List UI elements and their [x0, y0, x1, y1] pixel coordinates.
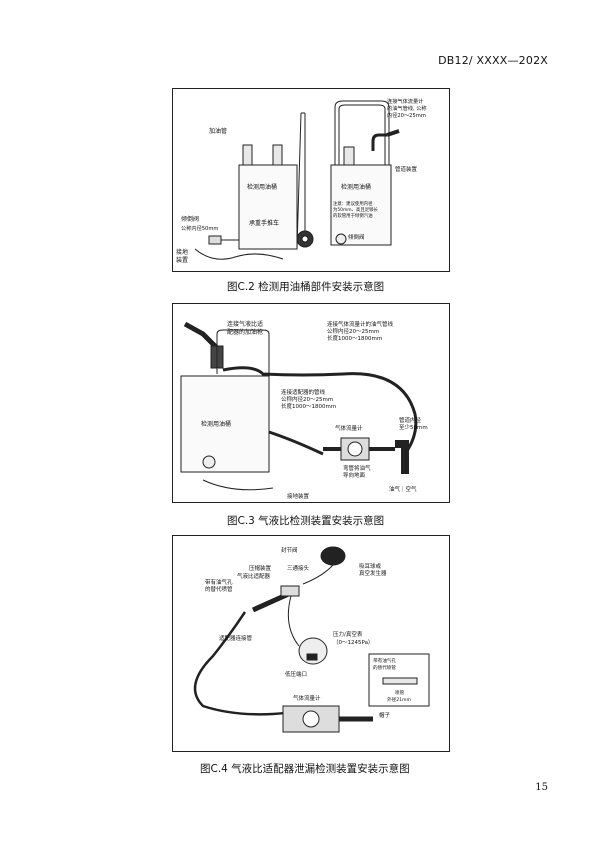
label-elbow-1: 弯管将油气 [343, 464, 371, 472]
label-nozzle-2: 配器的加油枪 [227, 328, 263, 336]
document-code: DB12/ XXXX—202X [438, 54, 548, 67]
label-tank: 检测用油桶 [201, 420, 231, 428]
caption-figure-c2: 图C.2 检测用油桶部件安装示意图 [227, 281, 385, 293]
label-meter-line-3: 长度1000～1800mm [327, 334, 382, 342]
label-note-1: 注意：建议使用内径 [333, 200, 373, 207]
left-tank-shape [238, 164, 298, 250]
label-note-3: 的软管用于倾倒汽油 [333, 212, 373, 219]
label-meter-line-2: 公称内径20～25mm [327, 327, 379, 335]
label-grounding: 接地装置 [287, 492, 310, 500]
label-gas-meter: 气体流量计 [335, 424, 363, 432]
label-low-port: 低压端口 [285, 670, 307, 678]
label-adapter: 气液比适配器 [237, 572, 271, 580]
label-tank-right: 检测用油桶 [341, 183, 371, 191]
label-pipe-device: 管道装置 [395, 165, 418, 173]
label-inset-4: 外径21mm [387, 696, 412, 703]
label-inset-2: 的替代喷管 [373, 664, 396, 671]
label-vapor-air: 油气｜空气 [389, 485, 417, 493]
figure-c3-ratio-test-setup: 连接气液比适 配器的加油枪 连接气体流量计的油气管线 公称内径20～25mm 长… [172, 303, 450, 503]
squeeze-bulb-shape [320, 546, 346, 566]
gauge-shape [298, 637, 328, 665]
label-adapter-line-2: 公称内径20～25mm [281, 395, 333, 403]
label-adapter-line-3: 长度1000～1800mm [281, 402, 336, 410]
caption-figure-c3: 图C.3 气液比检测装置安装示意图 [227, 515, 385, 527]
label-bulb-2: 真空发生器 [359, 569, 387, 577]
label-inset-3: 喷管 [395, 689, 405, 696]
label-gas-meter: 气体流量计 [293, 694, 321, 702]
label-bulb-1: 吸耳球或 [359, 562, 382, 570]
label-gas-meter-line-3: 内径20～25mm [387, 111, 426, 119]
label-pipe-dn-2: 至少50mm [399, 424, 428, 431]
label-tip-valve: 倾倒阀 [181, 215, 199, 223]
label-three-way: 三通接头 [287, 564, 310, 572]
label-grounding-b: 装置 [176, 256, 188, 264]
label-gas-meter-line-2: 的油气管线, 公称 [387, 104, 427, 112]
label-pipe-dn-1: 管道内径 [399, 416, 422, 424]
label-nozzle-1: 连接气液比适 [227, 320, 263, 328]
label-cart: 承重手推车 [249, 219, 279, 227]
figure-c3-drawing: 连接气液比适 配器的加油枪 连接气体流量计的油气管线 公称内径20～25mm 长… [180, 320, 428, 500]
right-tank-shape [330, 164, 392, 246]
label-pressure-device: 压帽装置 [249, 564, 272, 572]
label-shutoff-valve: 封节阀 [281, 546, 298, 554]
label-filler-pipe: 加油管 [209, 127, 227, 135]
label-note-2: 为50mm、高且足够长 [333, 206, 378, 213]
label-tank-left: 检测用油桶 [247, 183, 277, 191]
label-nozzle-2: 的替代喷管 [205, 585, 233, 593]
label-adapter-line-1: 连接适配器的管线 [281, 388, 326, 396]
label-cap: 帽子 [379, 711, 391, 719]
label-nozzle-1: 带有油气孔 [205, 578, 233, 586]
figure-c4-drawing: 封节阀 压帽装置 三通接头 气液比适配器 带有油气孔 的替代喷管 吸耳球或 真空… [193, 546, 430, 733]
figure-c4-leak-test-setup: 封节阀 压帽装置 三通接头 气液比适配器 带有油气孔 的替代喷管 吸耳球或 真空… [172, 535, 450, 752]
label-inset-1: 带有油气孔 [373, 657, 396, 664]
figure-c2-tank-assembly: 加油管 检测用油桶 承重手推车 倾倒阀 公称内径50mm 接地 装置 连接气体流… [172, 88, 450, 272]
label-grounding-a: 接地 [176, 248, 188, 256]
label-gauge-2: （0～1245Pa） [333, 639, 373, 646]
label-tip-valve-right: 倾倒阀 [348, 233, 365, 241]
page-number: 15 [535, 782, 548, 793]
figure-c2-drawing: 加油管 检测用油桶 承重手推车 倾倒阀 公称内径50mm 接地 装置 连接气体流… [176, 97, 427, 264]
caption-figure-c4: 图C.4 气液比适配器泄漏检测装置安装示意图 [200, 763, 410, 775]
label-adapter-tube: 适配器连接管 [219, 634, 253, 642]
tank-shape [180, 375, 270, 473]
label-gas-meter-line-1: 连接气体流量计 [387, 97, 423, 105]
label-elbow-2: 导向地面 [343, 471, 366, 479]
label-gauge-1: 压力/真空表 [333, 630, 363, 638]
label-meter-line-1: 连接气体流量计的油气管线 [327, 320, 394, 328]
label-tip-valve-dn: 公称内径50mm [181, 224, 218, 232]
